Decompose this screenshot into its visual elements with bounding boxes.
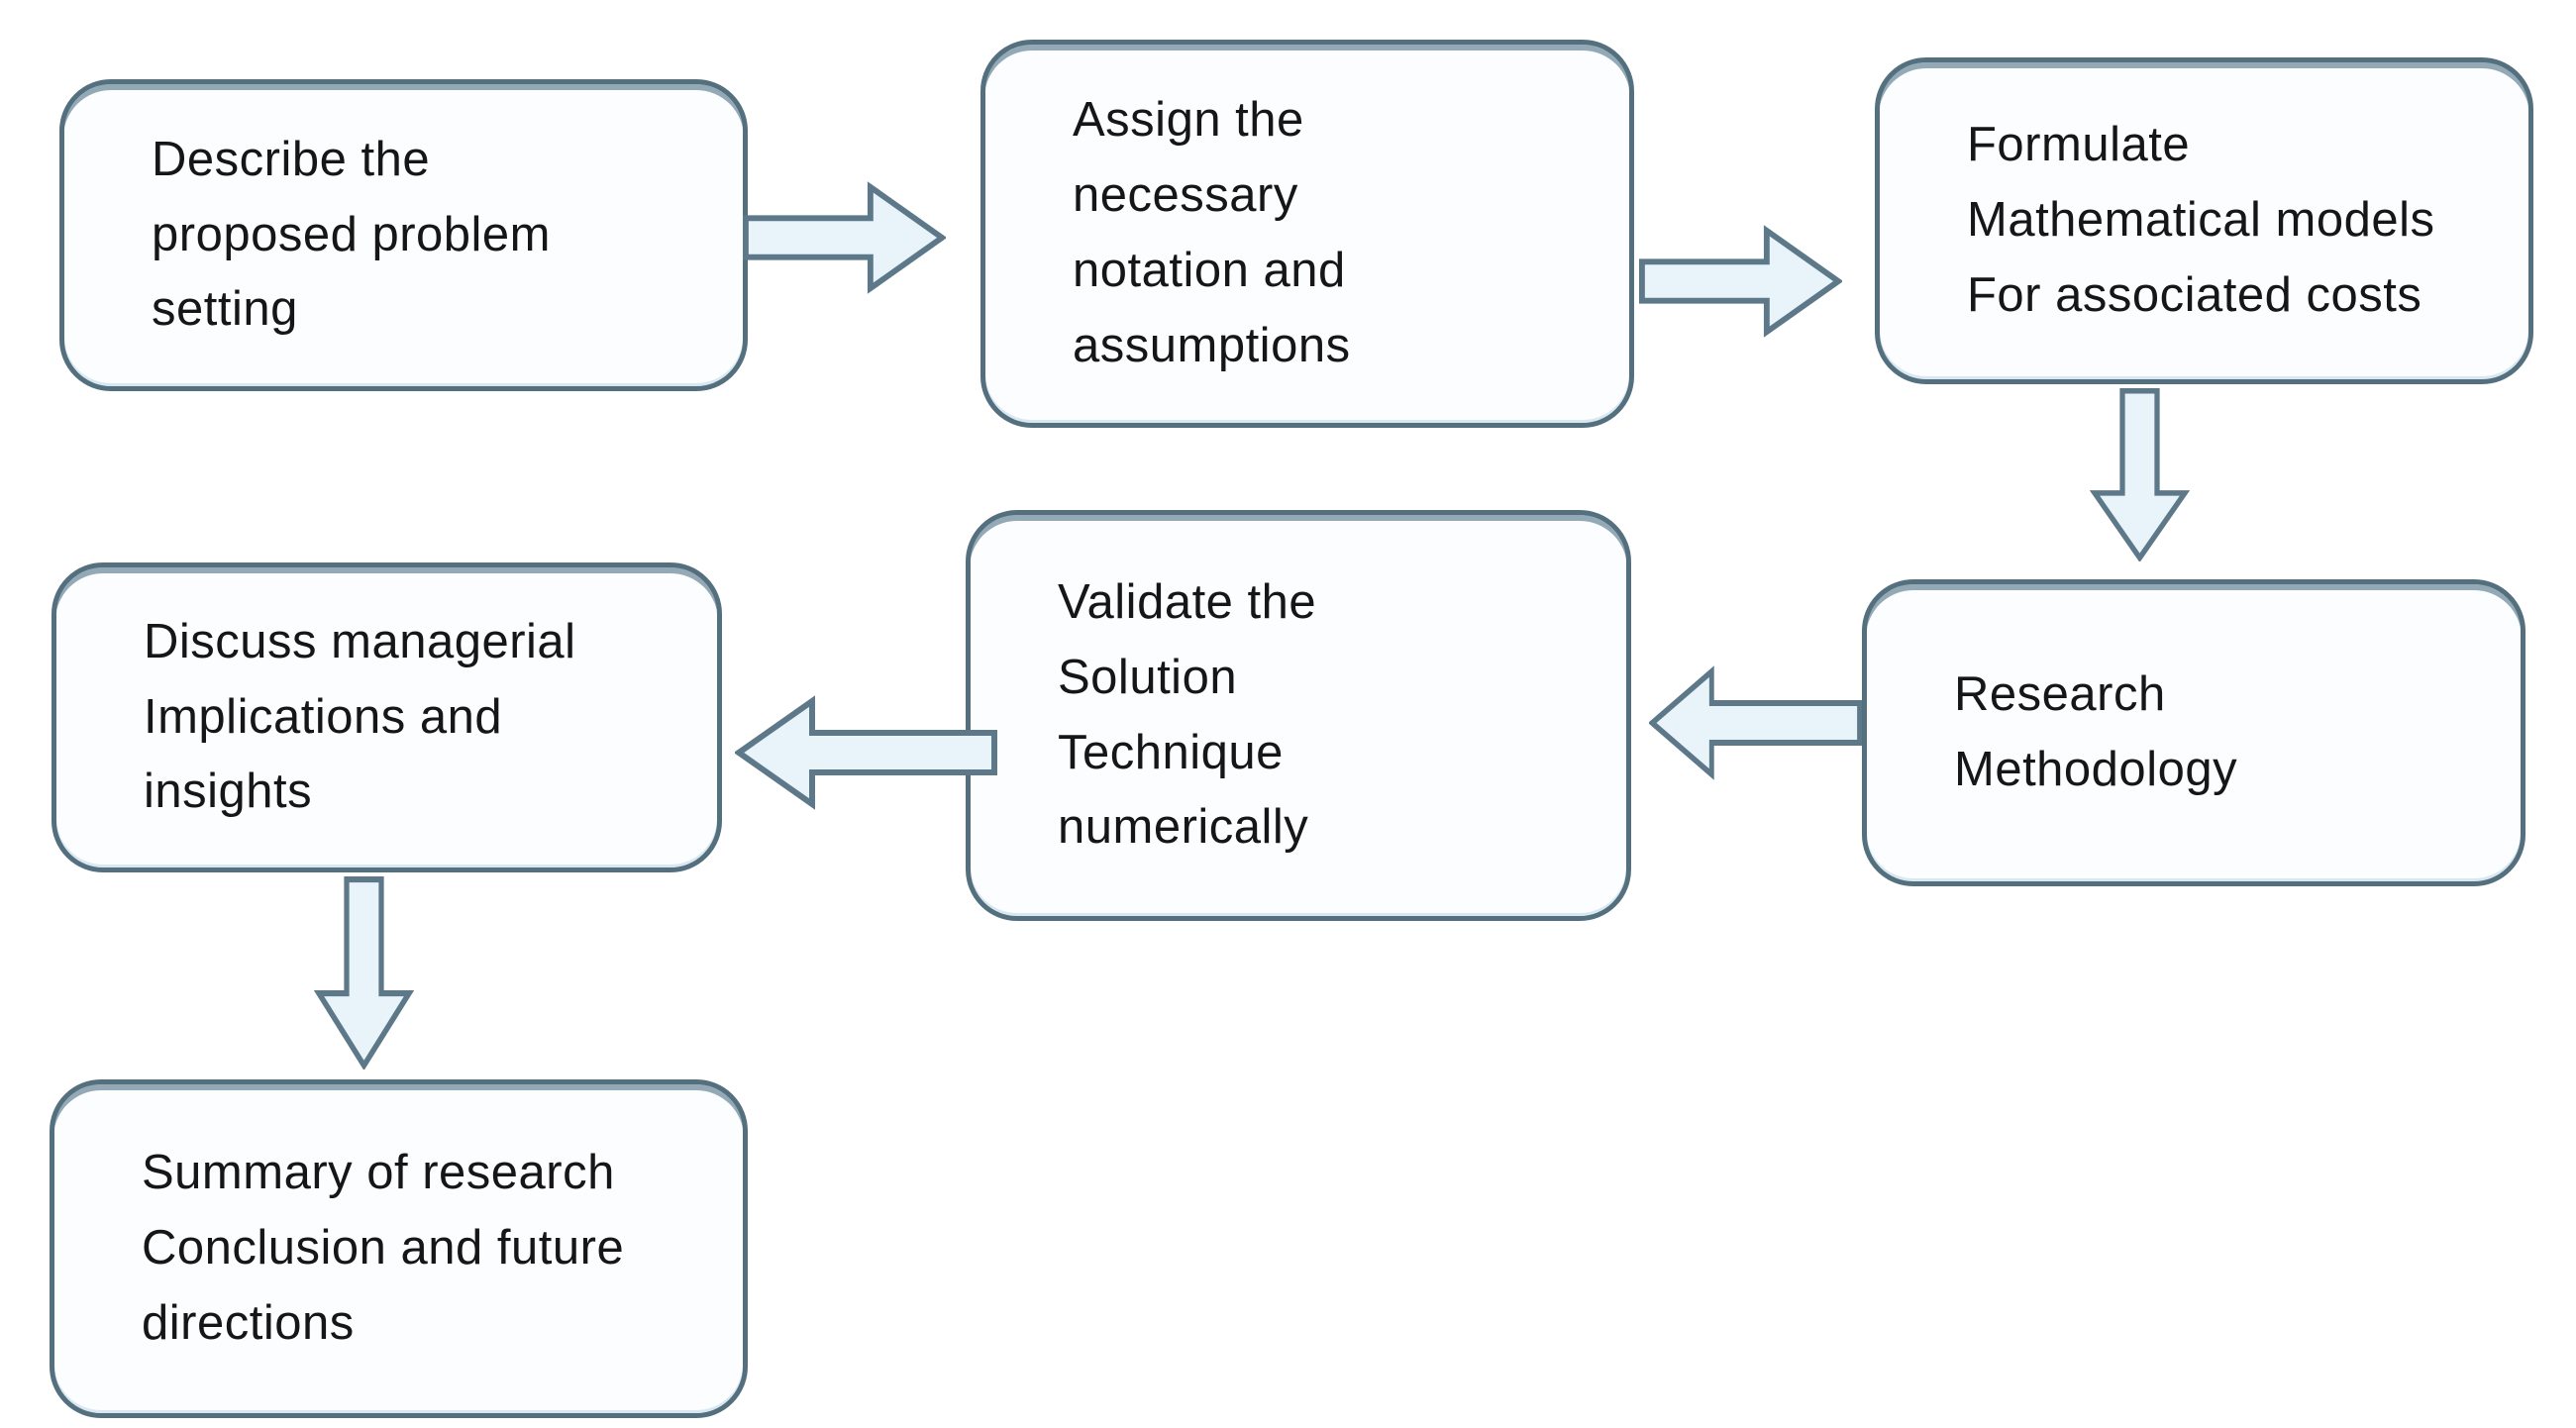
arrow-describe-to-assign-right-icon: [743, 179, 946, 296]
node-validate-solution-label: Validate the Solution Technique numerica…: [1058, 574, 1317, 855]
node-describe-problem: Describe the proposed problem setting: [59, 79, 748, 391]
node-assign-notation-label: Assign the necessary notation and assump…: [1073, 93, 1351, 372]
arrow-formulate-to-research-down-icon: [2088, 388, 2192, 561]
node-validate-solution: Validate the Solution Technique numerica…: [966, 510, 1631, 921]
arrow-discuss-to-summary-down-icon: [312, 876, 416, 1070]
node-formulate-models: Formulate Mathematical models For associ…: [1875, 57, 2533, 384]
arrow-validate-to-discuss-left-icon: [735, 693, 997, 812]
node-summary-conclusion: Summary of research Conclusion and futur…: [50, 1079, 748, 1418]
node-assign-notation: Assign the necessary notation and assump…: [980, 40, 1634, 428]
node-discuss-implications-label: Discuss managerial Implications and insi…: [144, 614, 576, 819]
node-research-methodology: Research Methodology: [1862, 579, 2525, 886]
node-research-methodology-label: Research Methodology: [1954, 667, 2238, 796]
node-describe-problem-label: Describe the proposed problem setting: [152, 132, 551, 337]
node-summary-conclusion-label: Summary of research Conclusion and futur…: [142, 1146, 625, 1350]
arrow-research-to-validate-left-icon: [1649, 663, 1862, 782]
node-discuss-implications: Discuss managerial Implications and insi…: [52, 562, 722, 872]
node-formulate-models-label: Formulate Mathematical models For associ…: [1967, 118, 2435, 322]
arrow-assign-to-formulate-right-icon: [1639, 223, 1842, 340]
